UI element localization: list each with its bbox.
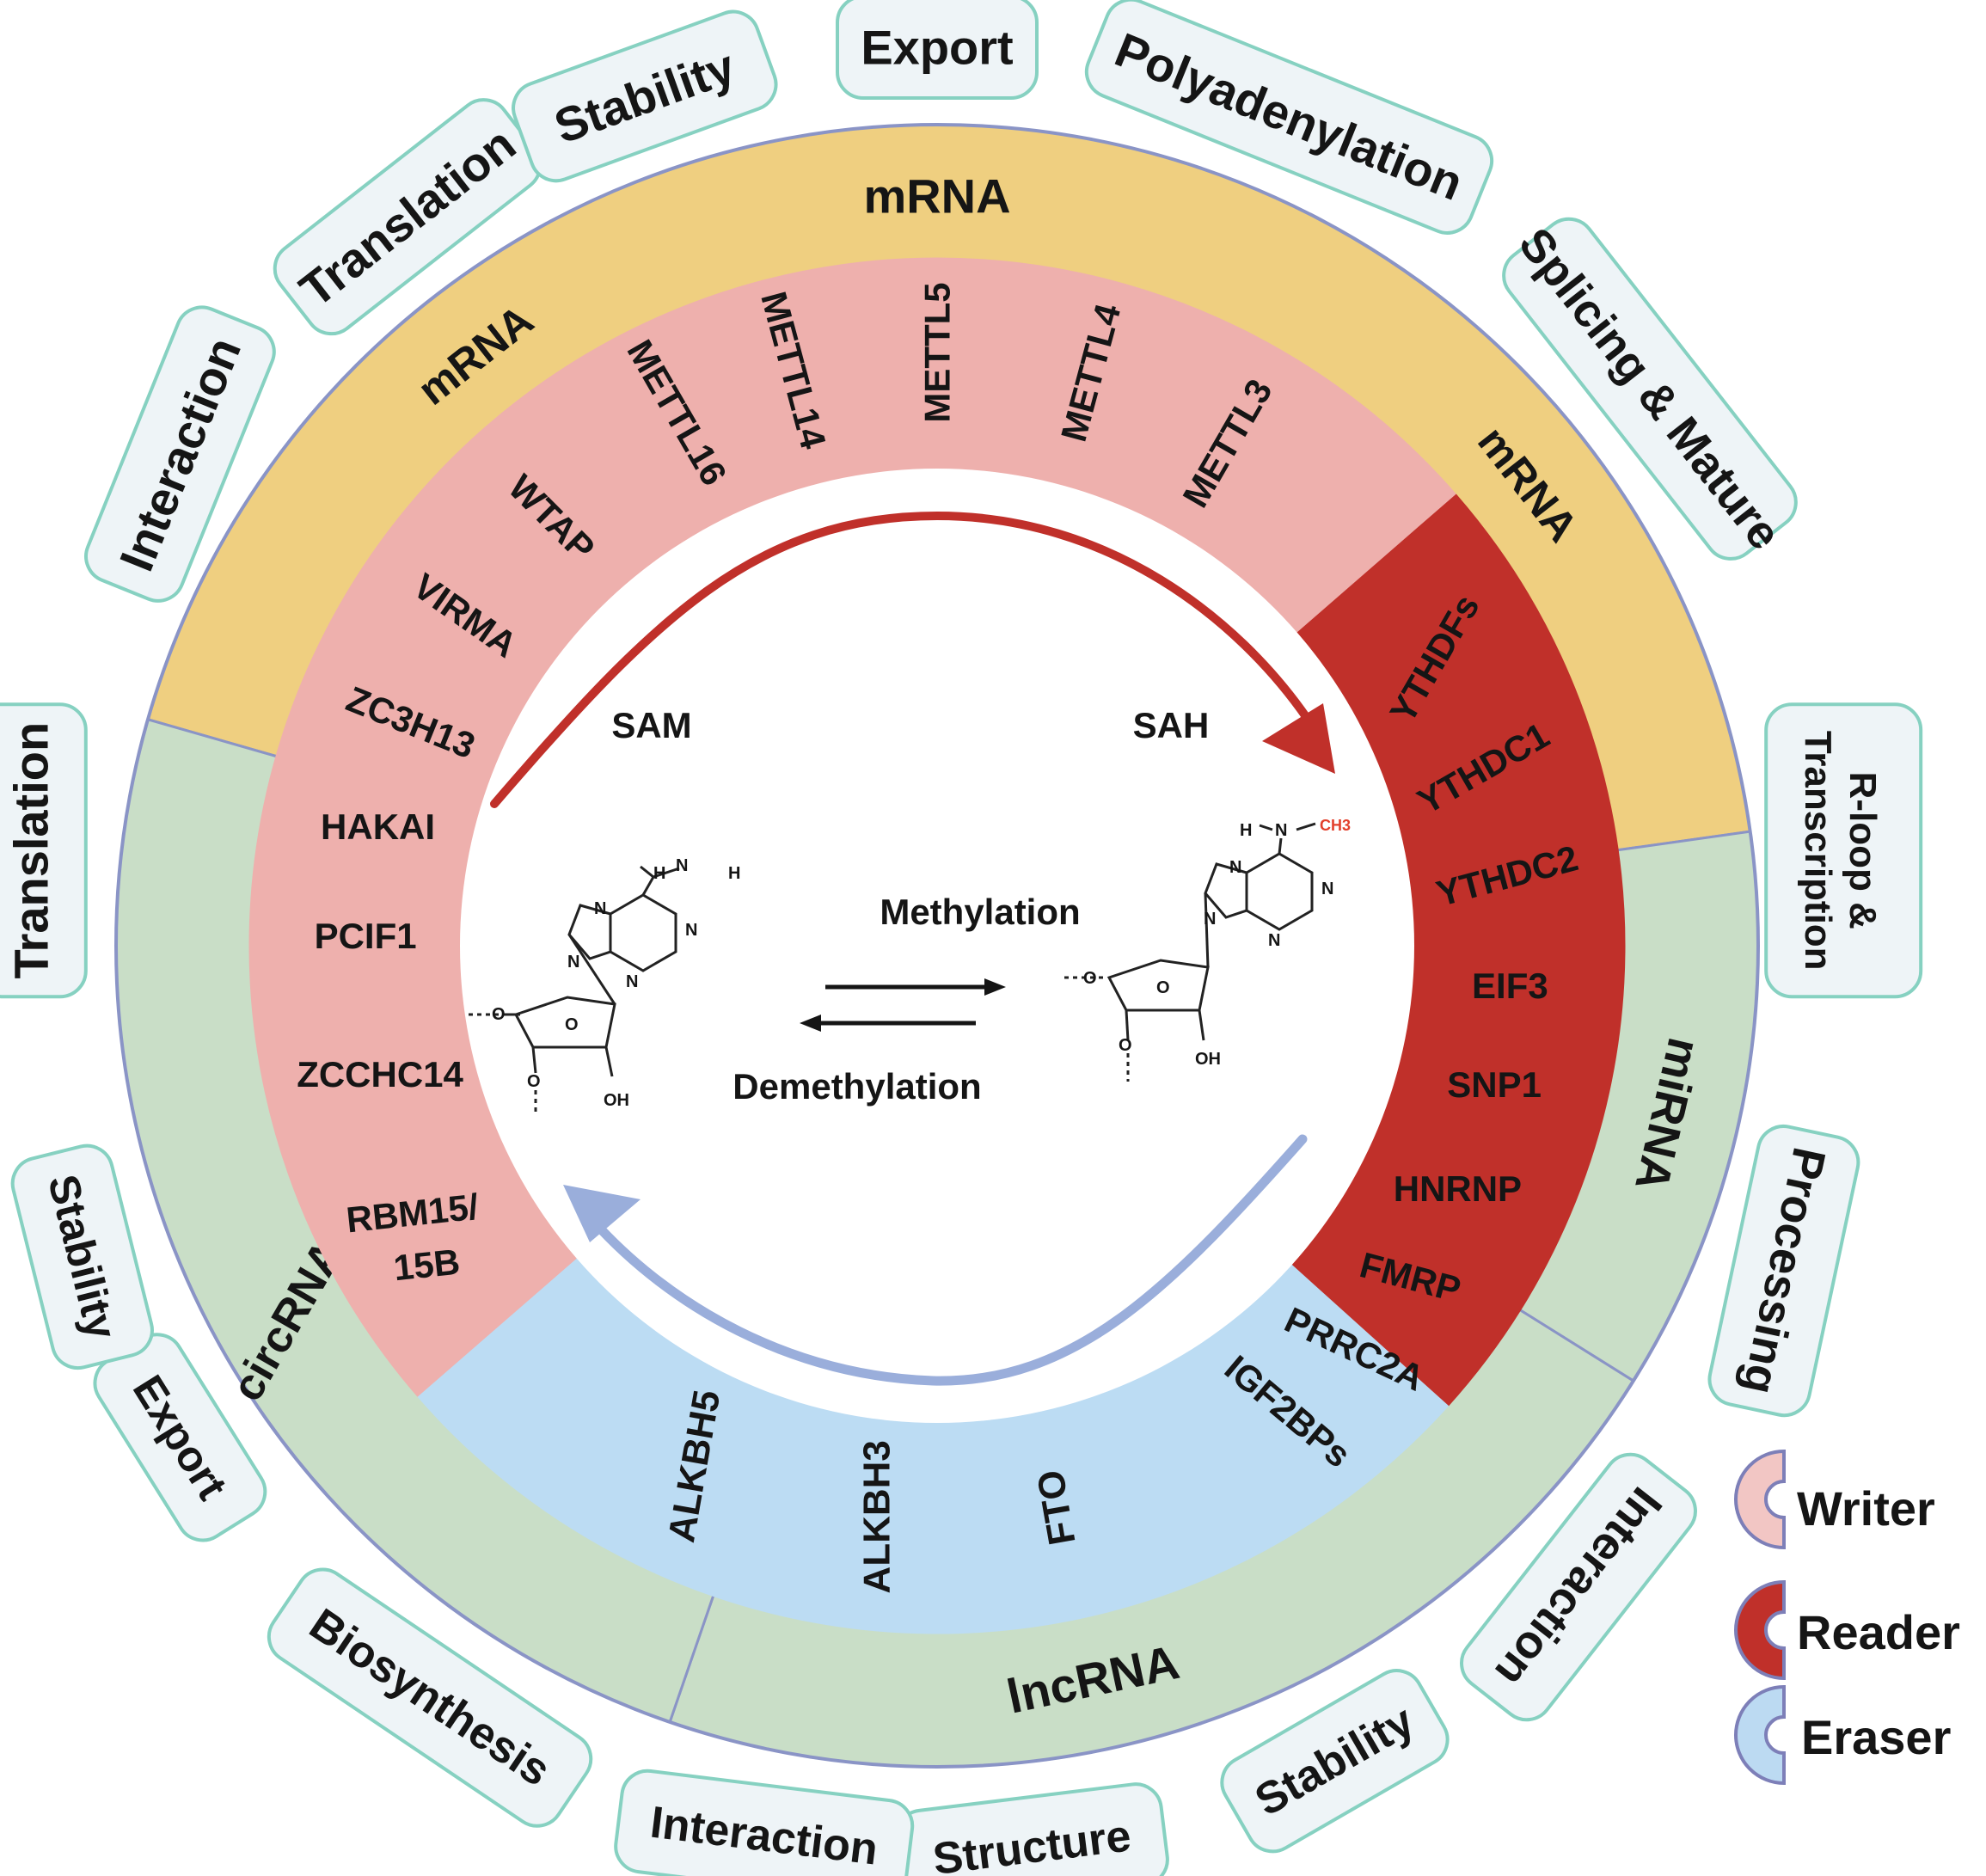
legend: Writer Reader Eraser (1734, 1449, 1960, 1786)
methylation-label: Methylation (880, 892, 1080, 932)
ring-outline (114, 123, 1760, 1769)
function-label: Translation (3, 722, 58, 979)
writer-label: 15B (392, 1241, 463, 1289)
svg-text:N: N (594, 899, 606, 918)
function-box-frame (1220, 1669, 1450, 1854)
m6a-structure (1064, 822, 1316, 1082)
ch3-label: CH3 (1320, 817, 1351, 834)
function-label: R-loop &Transcription (1797, 731, 1884, 971)
svg-text:N: N (1229, 858, 1241, 877)
center-disc (460, 469, 1414, 1423)
svg-text:H: H (1240, 821, 1252, 840)
function-box-frame (1502, 217, 1798, 561)
function-box-interaction-bottom: Interaction (614, 1769, 915, 1876)
reader-label: SNP1 (1447, 1064, 1542, 1105)
svg-text:OH: OH (1195, 1050, 1221, 1069)
function-box-structure: Structure (894, 1782, 1169, 1876)
svg-text:O: O (527, 1072, 541, 1091)
function-box-export-top: Export (836, 0, 1039, 100)
svg-text:O: O (565, 1015, 579, 1034)
sam-label: SAM (611, 705, 691, 745)
writer-label: HAKAI (321, 806, 435, 847)
legend-eraser-label: Eraser (1801, 1710, 1951, 1764)
svg-text:N: N (676, 856, 688, 875)
function-box-frame (267, 1567, 593, 1828)
methylation-arrow (490, 511, 1335, 808)
function-box-interaction-upper-left: Interaction (84, 305, 276, 603)
function-box-frame (836, 0, 1039, 100)
function-box-processing: Processing (1707, 1124, 1860, 1418)
function-box-frame (0, 702, 88, 999)
legend-reader: Reader (1734, 1579, 1960, 1681)
function-box-frame (1084, 0, 1494, 235)
equilibrium-arrows (800, 978, 1006, 1032)
eraser-label: ALKBH3 (856, 1440, 898, 1593)
function-box-rloop-transcription: R-loop &Transcription (1764, 702, 1923, 999)
function-box-frame (1707, 1124, 1860, 1418)
function-box-stability-left: Stability (10, 1143, 154, 1370)
svg-text:O: O (1083, 969, 1097, 988)
svg-text:H: H (728, 864, 740, 883)
svg-text:N: N (685, 921, 697, 940)
function-box-translation-left: Translation (0, 702, 88, 999)
adenosine-structure (469, 865, 680, 1116)
m6a-atoms: H N CH3 N N N N O O O OH (1083, 817, 1351, 1069)
svg-text:OH: OH (604, 1091, 629, 1110)
sah-label: SAH (1133, 705, 1210, 745)
writer-label: PCIF1 (315, 916, 417, 956)
svg-text:O: O (1119, 1036, 1132, 1055)
adenosine-atoms: H N H N N N N O O O OH (492, 856, 740, 1110)
writer-label: METTL5 (917, 282, 958, 422)
demethylation-arrow (563, 1134, 1308, 1386)
svg-text:O: O (492, 1005, 506, 1024)
svg-text:O: O (1156, 978, 1170, 997)
writer-label: ZCCHC14 (297, 1054, 463, 1094)
reader-label: EIF3 (1472, 966, 1548, 1006)
function-label: Export (861, 21, 1013, 75)
function-box-frame (84, 305, 276, 603)
svg-text:N: N (626, 972, 638, 991)
function-box-export-left: Export (93, 1333, 267, 1542)
function-box-frame (1460, 1452, 1697, 1722)
regulator-ring (248, 257, 1626, 1634)
svg-text:H: H (653, 864, 665, 883)
reader-label: HNRNP (1394, 1168, 1522, 1209)
legend-writer-label: Writer (1797, 1481, 1935, 1536)
rna-label-mrna-top: mRNA (863, 169, 1010, 224)
svg-text:N: N (1275, 821, 1287, 840)
svg-text:N: N (1268, 931, 1280, 950)
demethylation-label: Demethylation (732, 1066, 981, 1107)
function-box-frame (1764, 702, 1923, 999)
function-box-frame (10, 1143, 154, 1370)
legend-writer: Writer (1734, 1449, 1935, 1550)
svg-text:N: N (567, 953, 579, 972)
function-box-frame (614, 1769, 915, 1876)
function-box-frame (512, 9, 778, 183)
legend-eraser: Eraser (1734, 1684, 1951, 1786)
svg-text:N: N (1321, 880, 1333, 898)
legend-reader-label: Reader (1797, 1605, 1960, 1659)
svg-text:N: N (1204, 910, 1216, 929)
